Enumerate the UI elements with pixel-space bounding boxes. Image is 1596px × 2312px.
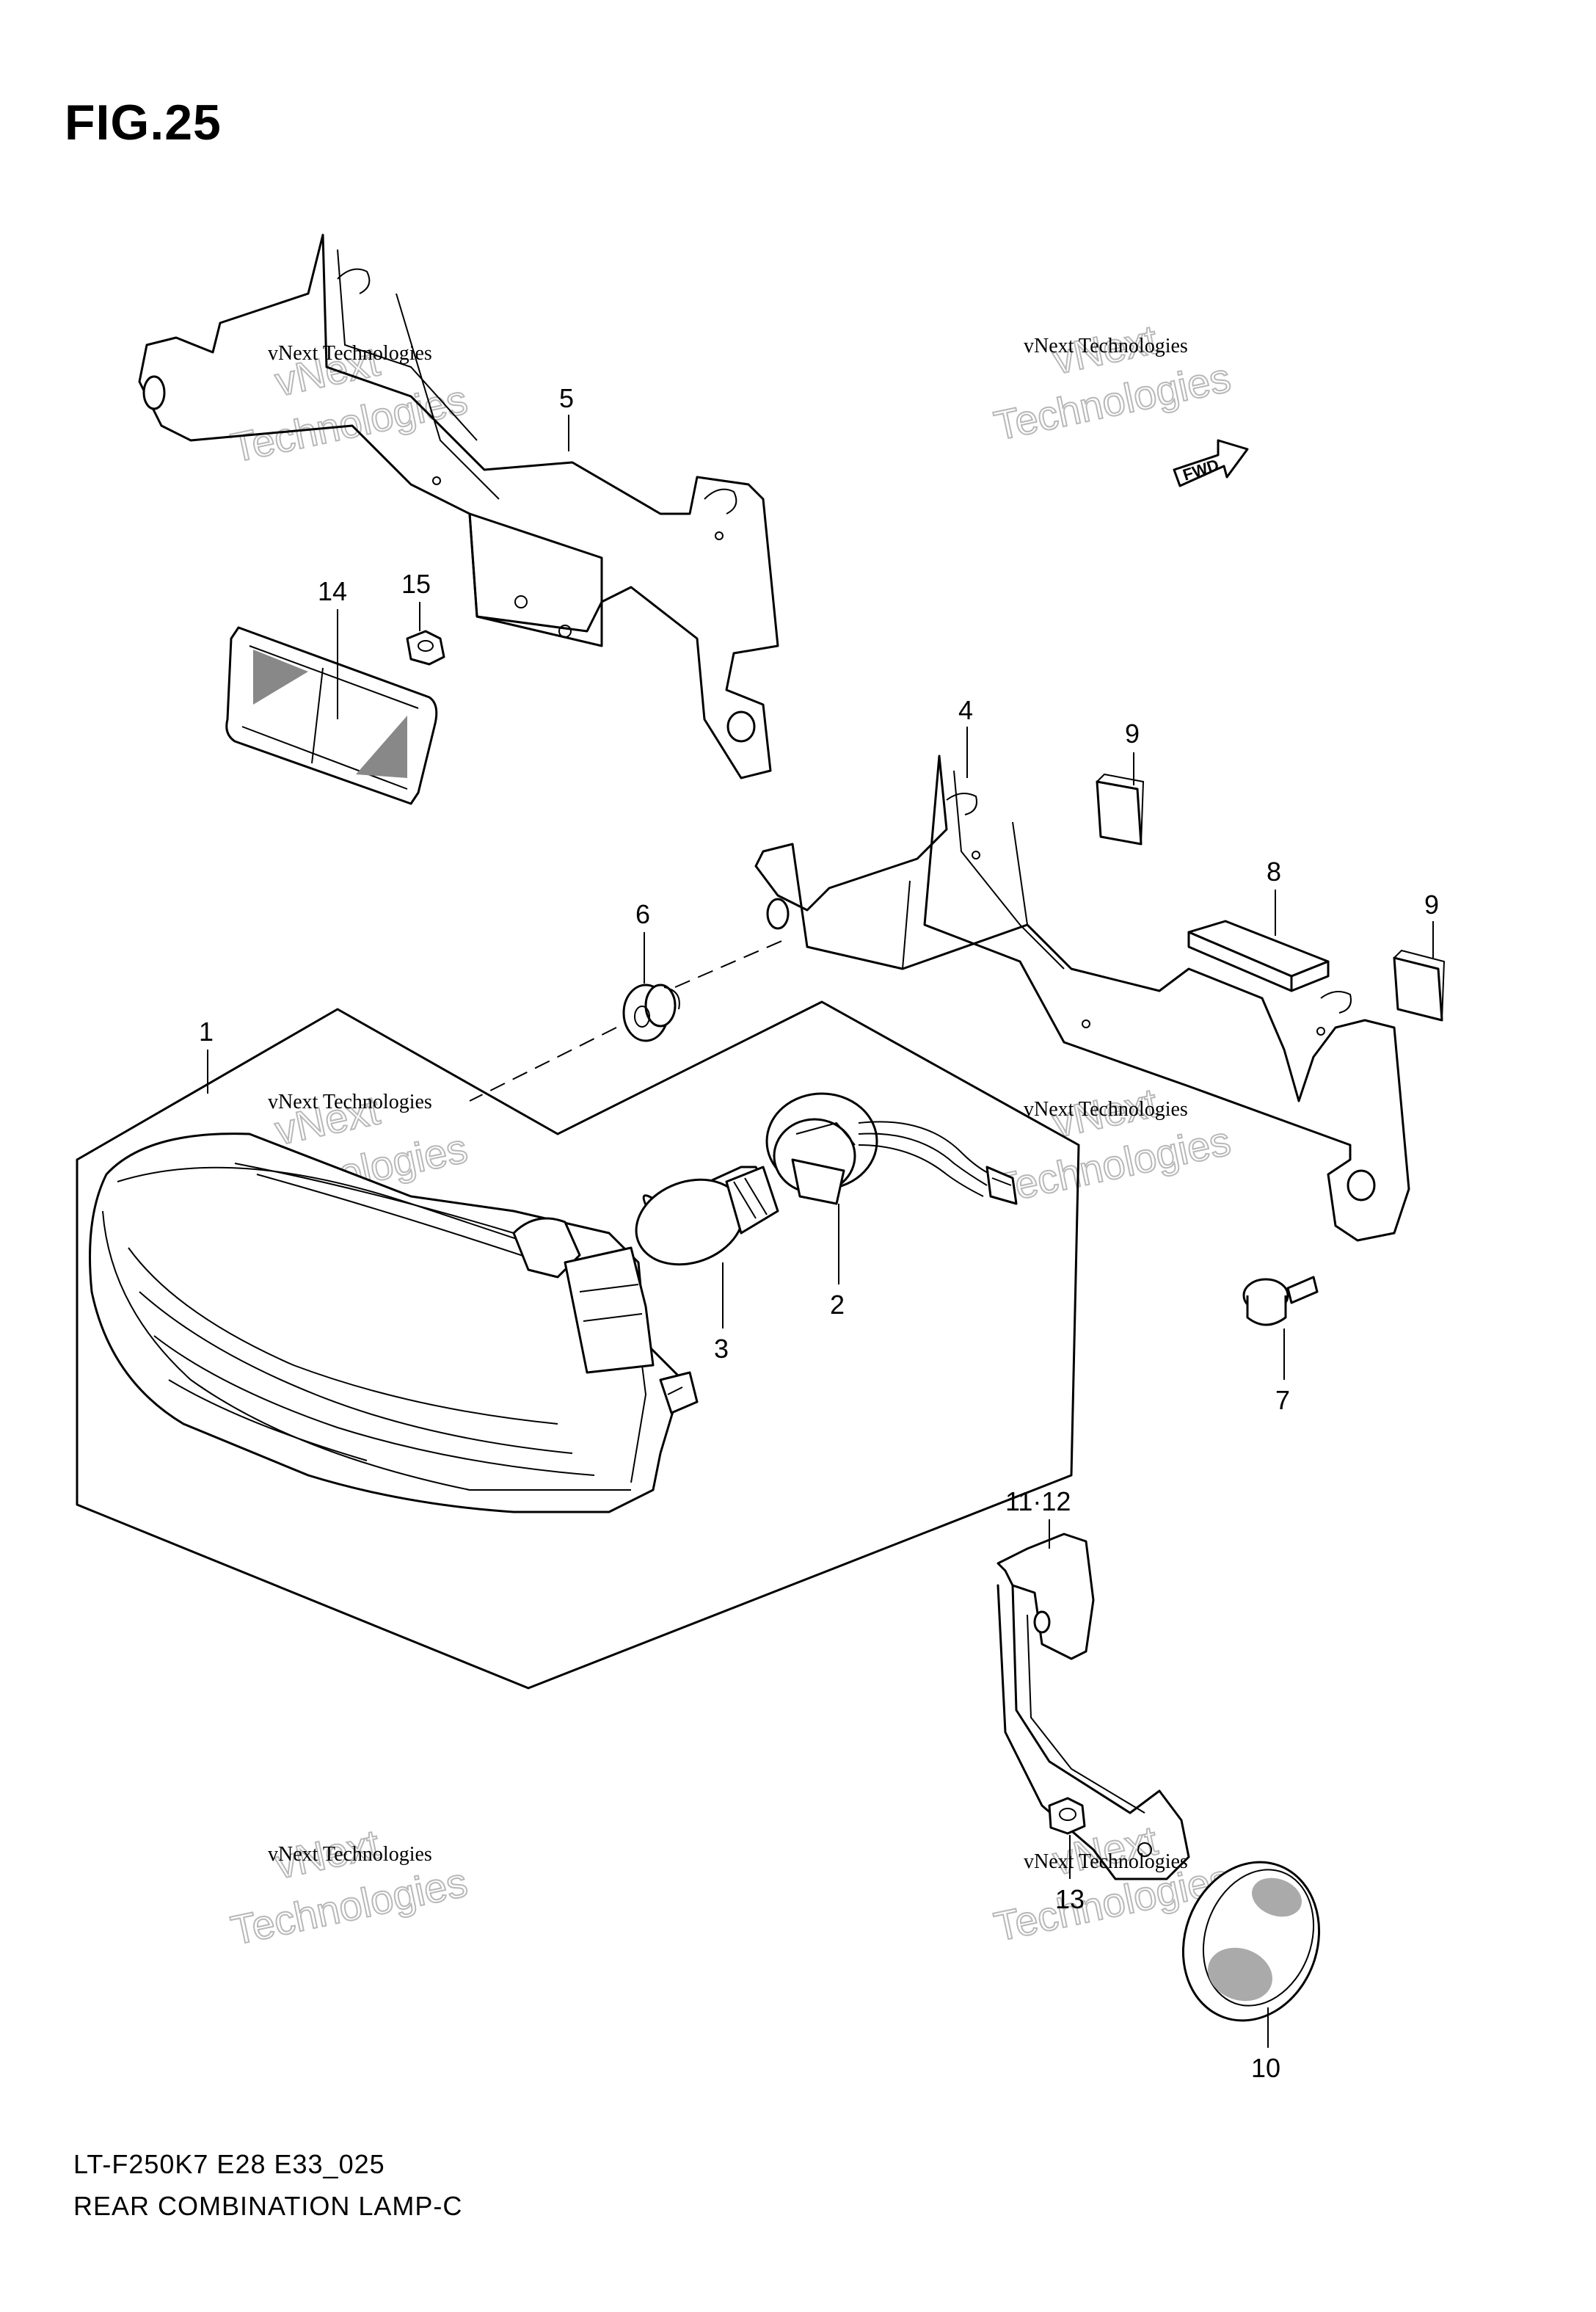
part-14-rear-reflector [225,626,438,805]
callout-labels: 5 14 15 4 9 8 9 6 1 3 2 7 11·12 13 10 [199,383,1439,2083]
fwd-label: FWD [1181,455,1221,484]
callout-1: 1 [199,1017,214,1047]
assembly-dash-line [674,939,786,988]
callout-2: 2 [830,1290,845,1320]
part-2-socket-harness [765,1092,1018,1205]
part-15-nut [406,630,445,666]
callout-11-12: 11·12 [1005,1486,1071,1516]
part-5-upper-bracket [138,233,779,779]
part-6-grommet [622,984,680,1042]
assembly-dash-line-lower [469,1027,617,1102]
reflector-pattern [253,650,407,778]
callout-8: 8 [1267,857,1281,887]
lamp-housing [89,1133,699,1513]
callout-14: 14 [318,576,347,606]
callout-4: 4 [958,695,973,725]
callout-15: 15 [401,569,431,599]
watermark-top-left: vNext Technologies vNext Technologies [226,337,472,471]
round-reflector-pattern [1208,1877,1302,2002]
callout-9-upper: 9 [1125,719,1140,749]
leader-lines [207,415,1434,2048]
watermark-small: vNext Technologies [1024,335,1188,357]
part-3-bulb [635,1166,779,1266]
watermark-small: vNext Technologies [268,342,432,365]
watermark-small: vNext Technologies [1024,1098,1188,1121]
callout-7: 7 [1275,1385,1290,1415]
callout-9-right: 9 [1424,890,1439,920]
callout-6: 6 [635,899,650,929]
watermark-small: vNext Technologies [268,1091,432,1113]
watermark-bottom-left: vNext Technologies vNext Technologies [226,1820,472,1954]
part-7-bolt [1242,1276,1319,1326]
watermark-top-right: vNext Technologies vNext Technologies [989,315,1235,449]
callout-13: 13 [1055,1884,1085,1914]
part-13-nut [1048,1797,1086,1835]
part-8-foam-strip [1187,920,1330,992]
model-code: LT-F250K7 E28 E33_025 [73,2149,385,2179]
part-1-lamp-assembly-box [76,1000,1080,1690]
callout-3: 3 [714,1334,729,1364]
callout-5: 5 [559,383,574,413]
part-10-round-reflector [1181,1861,1321,2022]
watermark-mid-right: vNext Technologies vNext Technologies [989,1078,1235,1213]
part-9-cushion-right [1393,949,1446,1022]
callout-10: 10 [1251,2053,1280,2083]
figure-caption: REAR COMBINATION LAMP-C [73,2191,463,2221]
figure-title: FIG.25 [65,95,222,150]
watermark-small: vNext Technologies [1024,1850,1188,1873]
fwd-direction-arrow: FWD [1173,439,1249,487]
part-11-12-reflector-bracket [996,1533,1190,1880]
part-4-lower-bracket [754,755,1410,1242]
part-9-cushion-upper [1096,773,1145,846]
watermark-small: vNext Technologies [268,1843,432,1866]
